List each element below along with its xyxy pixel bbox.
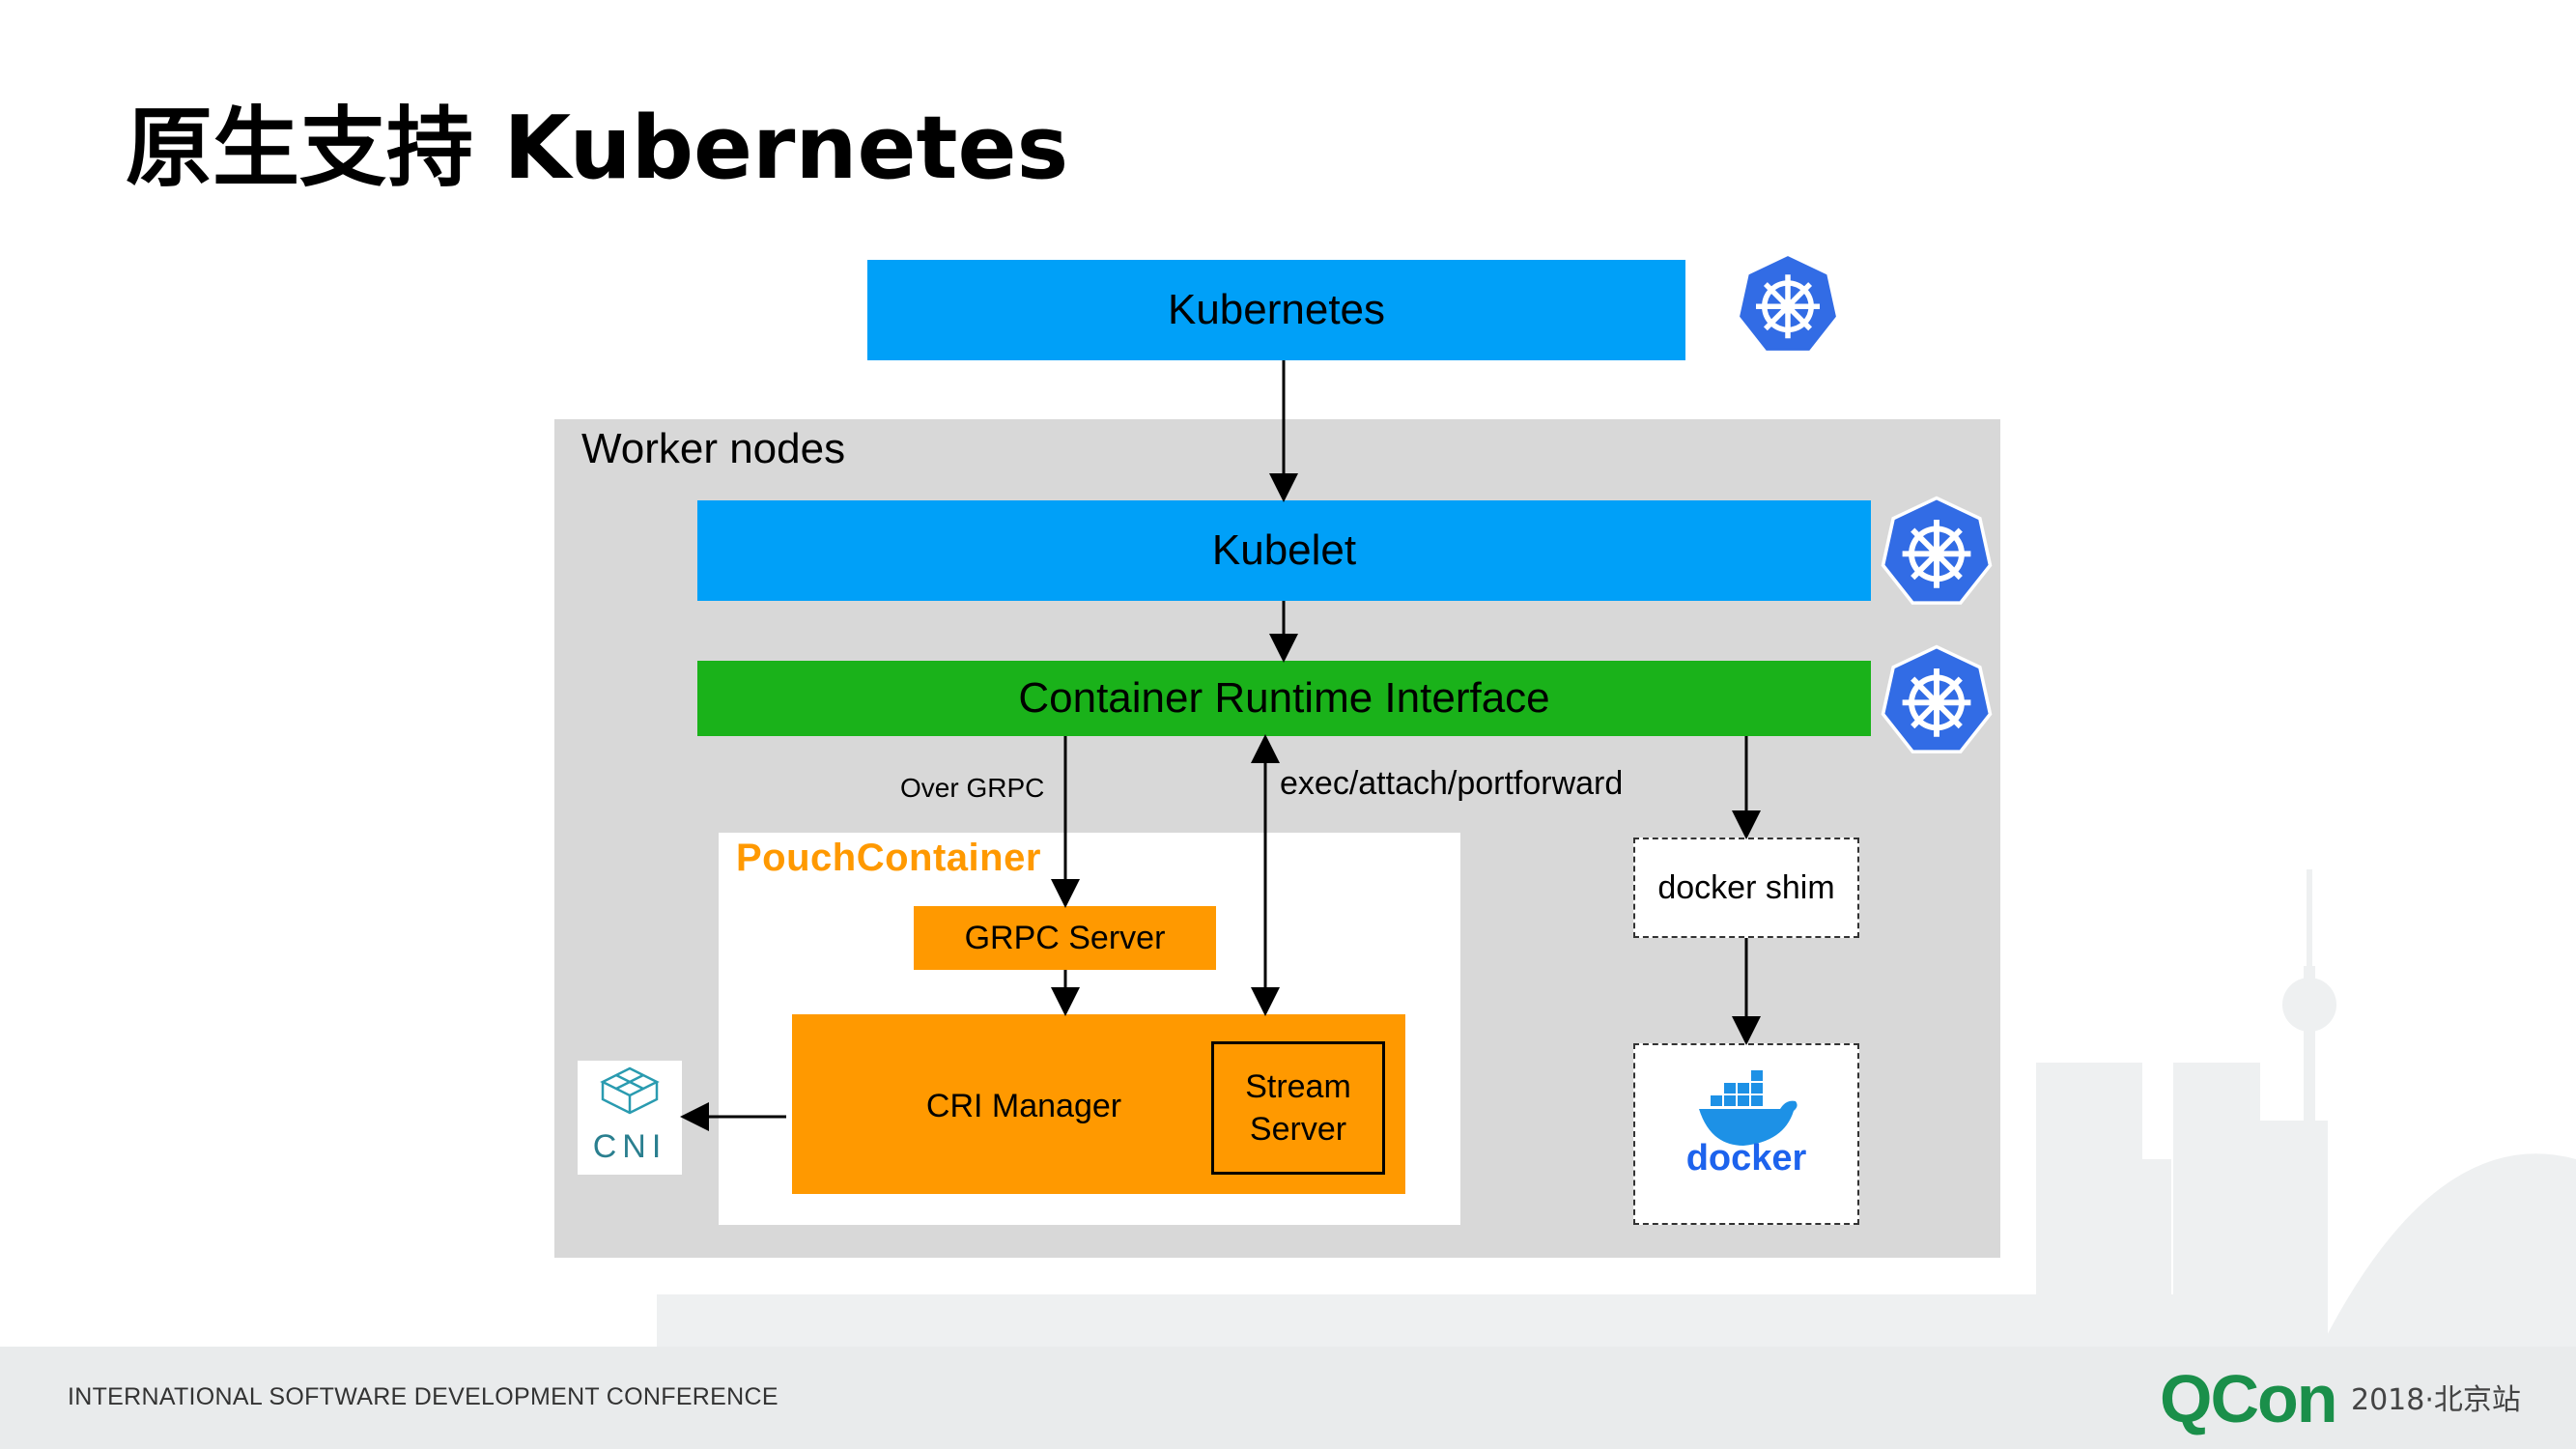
footer-bar	[0, 1347, 2576, 1449]
kubernetes-icon	[1736, 252, 1840, 355]
qcon-logo: QCon	[2160, 1361, 2338, 1436]
cni-logo-icon	[600, 1066, 660, 1115]
docker-logo-text: docker	[1685, 1138, 1807, 1179]
kubernetes-box: Kubernetes	[867, 260, 1685, 360]
cri-box: Container Runtime Interface	[697, 661, 1871, 736]
docker-whale-icon	[1699, 1070, 1798, 1146]
pouchcontainer-logo: PouchContainer	[736, 837, 1041, 879]
over-grpc-label: Over GRPC	[900, 773, 1045, 803]
page-title: 原生支持 Kubernetes	[126, 98, 1069, 199]
cni-logo-text: CNI	[592, 1128, 667, 1165]
qcon-event-label: 2018·北京站	[2351, 1383, 2521, 1417]
kubelet-kubernetes-icon	[1881, 496, 1993, 605]
docker-box	[1633, 1043, 1859, 1225]
exec-attach-portforward-label: exec/attach/portforward	[1280, 765, 1624, 802]
cri-kubernetes-icon	[1881, 644, 1993, 753]
docker-shim-box: docker shim	[1633, 838, 1859, 938]
grpc-server-box: GRPC Server	[914, 906, 1216, 970]
kubelet-box: Kubelet	[697, 500, 1871, 601]
cri-manager-box	[792, 1014, 1405, 1194]
cni-box	[578, 1061, 682, 1175]
cri-manager-label: CRI Manager	[925, 1087, 1122, 1124]
worker-nodes-label: Worker nodes	[581, 425, 846, 472]
conference-name: INTERNATIONAL SOFTWARE DEVELOPMENT CONFE…	[68, 1383, 778, 1410]
